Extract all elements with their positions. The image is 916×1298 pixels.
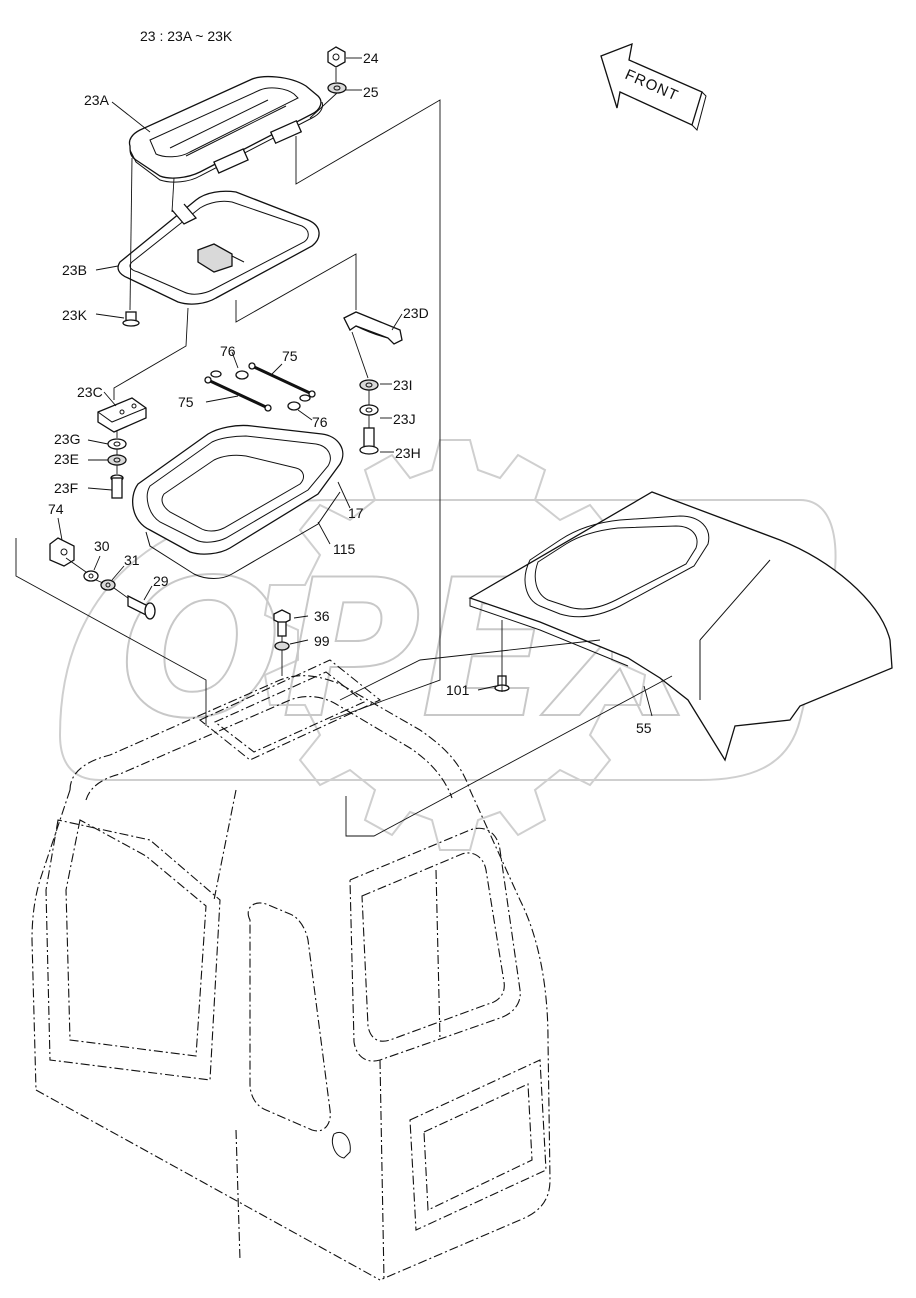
label-23D: 23D xyxy=(403,305,429,321)
label-23I: 23I xyxy=(393,377,412,393)
label-74: 74 xyxy=(48,501,64,517)
cab-frame xyxy=(31,659,551,1281)
washer-23I xyxy=(359,379,379,391)
washer-31 xyxy=(100,579,116,591)
label-23K: 23K xyxy=(62,307,88,323)
label-23E: 23E xyxy=(54,451,79,467)
label-23H: 23H xyxy=(395,445,421,461)
bolt-23K xyxy=(122,311,140,327)
hatch-cover-23A xyxy=(128,75,323,183)
watermark-band xyxy=(58,499,837,781)
label-31: 31 xyxy=(124,552,140,568)
label-17: 17 xyxy=(348,505,364,521)
label-23G: 23G xyxy=(54,431,80,447)
ring-76-upper xyxy=(235,370,249,380)
washer-23G xyxy=(107,438,127,450)
nut-24 xyxy=(327,46,346,68)
seal-17 xyxy=(132,424,344,555)
roof-panel-55 xyxy=(468,491,893,762)
bolt-29 xyxy=(127,594,156,620)
bracket-23C xyxy=(97,397,147,433)
label-23J: 23J xyxy=(393,411,416,427)
label-99: 99 xyxy=(314,633,330,649)
leader-lines xyxy=(15,57,673,837)
label-75-upper: 75 xyxy=(282,348,298,364)
label-23A: 23A xyxy=(84,92,110,108)
bolt-36 xyxy=(273,609,291,637)
bolt-23F xyxy=(110,474,124,499)
label-23C: 23C xyxy=(77,384,103,400)
front-direction-arrow: FRONT xyxy=(600,42,707,131)
label-76-upper: 76 xyxy=(220,343,236,359)
label-101: 101 xyxy=(446,682,470,698)
washer-23J xyxy=(359,404,379,416)
label-115: 115 xyxy=(333,541,356,557)
label-76-lower: 76 xyxy=(312,414,328,430)
label-25: 25 xyxy=(363,84,379,100)
washer-30 xyxy=(83,570,99,582)
handle-23D xyxy=(343,311,403,345)
label-36: 36 xyxy=(314,608,330,624)
gas-strut-75-upper xyxy=(248,362,316,398)
bracket-74 xyxy=(49,537,75,567)
glass-115 xyxy=(145,491,341,579)
washer-99 xyxy=(274,641,290,651)
part-labels: 24 25 23A 23B 23K 23D 76 75 23I 23C 75 2… xyxy=(48,50,652,736)
label-29: 29 xyxy=(153,573,169,589)
gas-strut-75-lower xyxy=(204,376,272,412)
label-75-lower: 75 xyxy=(178,394,194,410)
assembly-note: 23 : 23A ~ 23K xyxy=(140,28,233,44)
bolt-23H xyxy=(359,427,379,455)
ring-76-extra xyxy=(210,370,311,402)
hatch-frame-23B xyxy=(117,190,320,305)
washer-25 xyxy=(327,82,347,94)
label-30: 30 xyxy=(94,538,110,554)
ring-76-lower xyxy=(287,401,301,411)
label-55: 55 xyxy=(636,720,652,736)
label-23B: 23B xyxy=(62,262,87,278)
washer-23E xyxy=(107,454,127,466)
label-23F: 23F xyxy=(54,480,78,496)
label-24: 24 xyxy=(363,50,379,66)
